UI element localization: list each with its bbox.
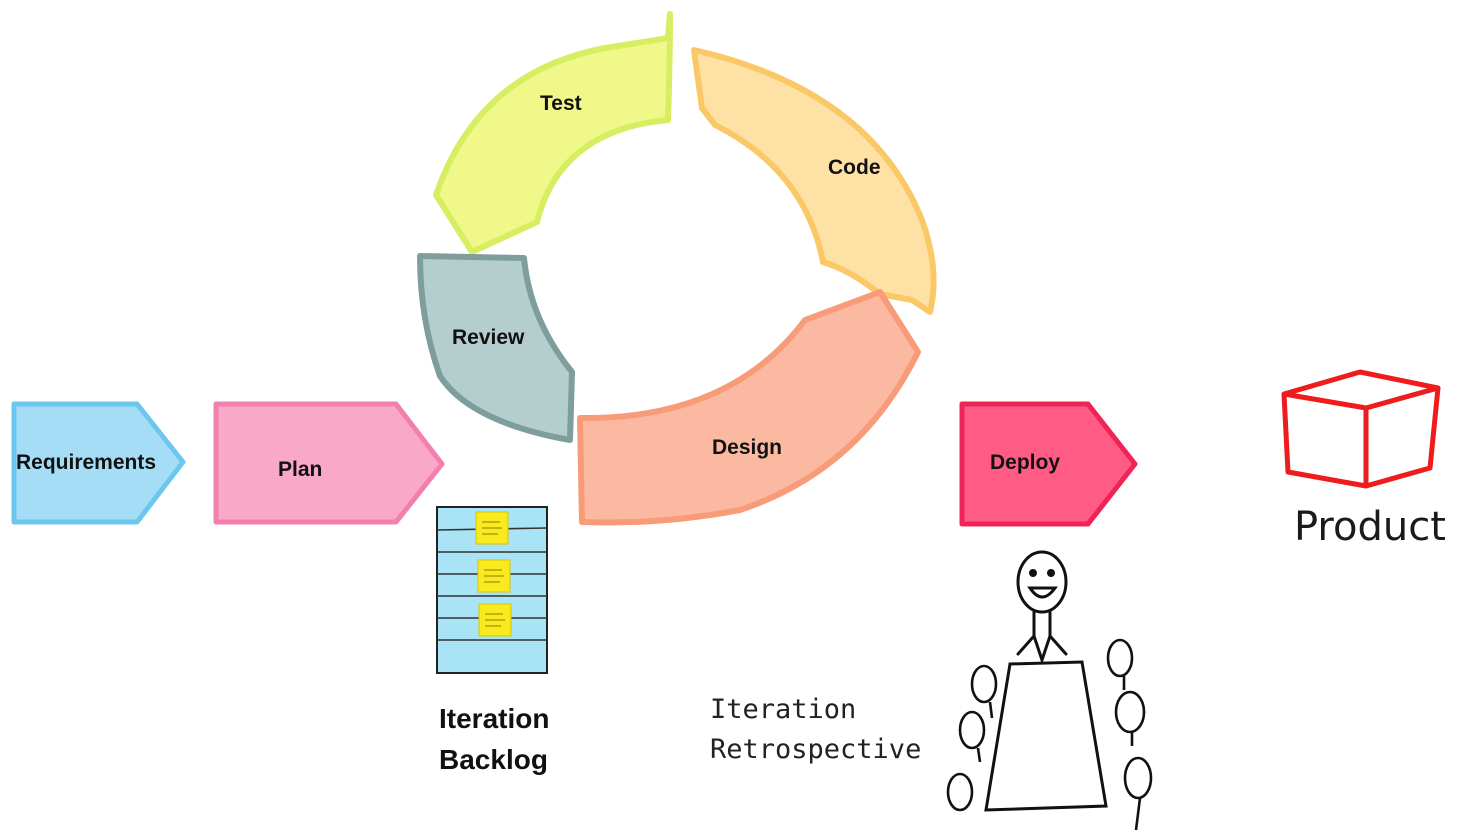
backlog-board-icon xyxy=(436,506,548,674)
requirements-label: Requirements xyxy=(16,451,156,474)
requirements-arrow: Requirements xyxy=(11,401,186,525)
backlog-label-line2: Backlog xyxy=(439,744,548,775)
review-label: Review xyxy=(452,326,525,349)
sticky-note-icon xyxy=(477,559,511,593)
sticky-note-icon xyxy=(478,603,512,637)
presenter-figure-icon xyxy=(984,550,1108,812)
plan-label: Plan xyxy=(278,458,322,481)
backlog-label-line1: Iteration xyxy=(439,703,549,734)
design-label: Design xyxy=(712,436,782,459)
product-box-icon xyxy=(1281,369,1441,489)
test-segment: Test xyxy=(433,11,673,255)
retrospective-label-line2: Retrospective xyxy=(710,734,921,765)
review-segment: Review xyxy=(417,253,575,443)
sticky-note-icon xyxy=(475,511,509,545)
design-segment: Design xyxy=(577,289,921,526)
product-label: Product xyxy=(1294,504,1446,550)
deploy-arrow: Deploy xyxy=(959,401,1138,527)
retrospective-label-line1: Iteration xyxy=(710,694,856,725)
code-segment: Code xyxy=(691,47,937,315)
code-label: Code xyxy=(828,156,881,179)
test-label: Test xyxy=(540,92,582,115)
deploy-label: Deploy xyxy=(990,451,1060,474)
audience-head-icon xyxy=(946,638,1153,831)
plan-arrow: Plan xyxy=(213,401,445,525)
